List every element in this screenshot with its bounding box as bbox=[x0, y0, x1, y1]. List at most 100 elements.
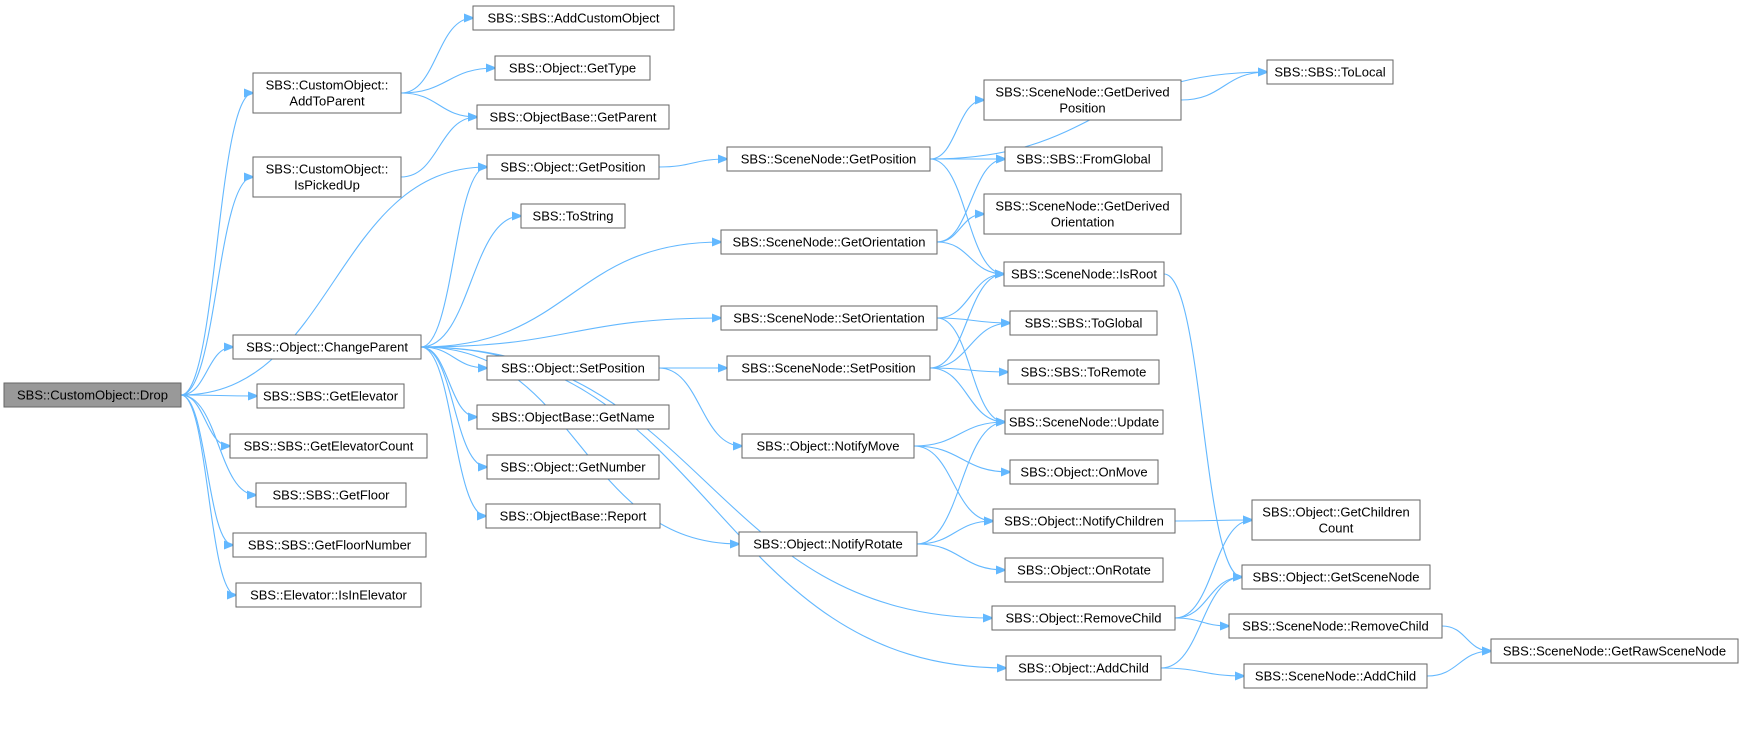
edge-changeParent-to-snGetOrientation bbox=[420, 242, 721, 348]
node-box-snGetPosition[interactable] bbox=[726, 146, 931, 172]
node-label-getRawSceneNode-line0: SBS::SceneNode::GetRawSceneNode bbox=[1503, 644, 1726, 659]
node-changeParent[interactable]: SBS::Object::ChangeParent bbox=[232, 334, 422, 360]
node-box-getSceneNode[interactable] bbox=[1241, 564, 1431, 590]
node-box-snRemoveChild[interactable] bbox=[1228, 613, 1443, 639]
node-box-getChildrenCount[interactable] bbox=[1251, 499, 1421, 541]
node-box-isPickedUp[interactable] bbox=[252, 156, 402, 198]
node-box-changeParent[interactable] bbox=[232, 334, 422, 360]
node-objSetPosition[interactable]: SBS::Object::SetPosition bbox=[486, 355, 660, 381]
node-getElevator[interactable]: SBS::SBS::GetElevator bbox=[256, 383, 405, 409]
node-addChild[interactable]: SBS::Object::AddChild bbox=[1005, 655, 1162, 681]
node-box-snSetOrientation[interactable] bbox=[720, 305, 938, 331]
node-label-toString-line0: SBS::ToString bbox=[533, 209, 614, 224]
edge-snAddChild-to-getRawSceneNode bbox=[1426, 651, 1491, 677]
node-box-report[interactable] bbox=[485, 503, 661, 529]
node-box-getElevator[interactable] bbox=[256, 383, 405, 409]
node-snAddChild[interactable]: SBS::SceneNode::AddChild bbox=[1243, 663, 1428, 689]
node-drop[interactable]: SBS::CustomObject::Drop bbox=[3, 382, 182, 408]
node-box-isInElevator[interactable] bbox=[235, 582, 422, 608]
node-box-objSetPosition[interactable] bbox=[486, 355, 660, 381]
node-box-getParent[interactable] bbox=[476, 104, 670, 130]
node-box-toString[interactable] bbox=[520, 203, 626, 229]
node-label-addCustomObject-line0: SBS::SBS::AddCustomObject bbox=[488, 11, 660, 26]
edge-snGetPosition-to-isRoot bbox=[929, 158, 1004, 274]
node-getNumber[interactable]: SBS::Object::GetNumber bbox=[486, 454, 660, 480]
node-getParent[interactable]: SBS::ObjectBase::GetParent bbox=[476, 104, 670, 130]
node-snGetOrientation[interactable]: SBS::SceneNode::GetOrientation bbox=[720, 229, 938, 255]
node-notifyChildren[interactable]: SBS::Object::NotifyChildren bbox=[992, 508, 1176, 534]
node-box-isRoot[interactable] bbox=[1003, 261, 1165, 287]
node-box-getDerivedOrientation[interactable] bbox=[983, 193, 1182, 235]
node-onMove[interactable]: SBS::Object::OnMove bbox=[1009, 459, 1159, 485]
node-isRoot[interactable]: SBS::SceneNode::IsRoot bbox=[1003, 261, 1165, 287]
node-box-toGlobal[interactable] bbox=[1009, 310, 1158, 336]
node-onRotate[interactable]: SBS::Object::OnRotate bbox=[1004, 557, 1164, 583]
node-fromGlobal[interactable]: SBS::SBS::FromGlobal bbox=[1004, 146, 1163, 172]
node-toString[interactable]: SBS::ToString bbox=[520, 203, 626, 229]
node-box-snGetOrientation[interactable] bbox=[720, 229, 938, 255]
edge-changeParent-to-snSetOrientation bbox=[420, 318, 721, 348]
node-box-addChild[interactable] bbox=[1005, 655, 1162, 681]
edge-getDerivedPosition-to-toLocal bbox=[1180, 72, 1267, 101]
node-box-toLocal[interactable] bbox=[1266, 59, 1394, 85]
node-box-getFloorNumber[interactable] bbox=[232, 532, 427, 558]
node-removeChild[interactable]: SBS::Object::RemoveChild bbox=[991, 605, 1176, 631]
node-box-snSetPosition[interactable] bbox=[726, 355, 931, 381]
node-box-getElevatorCount[interactable] bbox=[229, 433, 428, 459]
node-box-objGetPosition[interactable] bbox=[486, 154, 660, 180]
node-box-getNumber[interactable] bbox=[486, 454, 660, 480]
node-box-toRemote[interactable] bbox=[1007, 359, 1160, 385]
edge-objGetPosition-to-snGetPosition bbox=[658, 159, 727, 168]
edge-changeParent-to-toString bbox=[420, 216, 521, 348]
node-box-drop[interactable] bbox=[3, 382, 182, 408]
node-box-notifyRotate[interactable] bbox=[738, 531, 918, 557]
node-box-onMove[interactable] bbox=[1009, 459, 1159, 485]
node-toRemote[interactable]: SBS::SBS::ToRemote bbox=[1007, 359, 1160, 385]
node-toLocal[interactable]: SBS::SBS::ToLocal bbox=[1266, 59, 1394, 85]
edge-snRemoveChild-to-getRawSceneNode bbox=[1441, 625, 1491, 651]
node-box-onRotate[interactable] bbox=[1004, 557, 1164, 583]
node-getRawSceneNode[interactable]: SBS::SceneNode::GetRawSceneNode bbox=[1490, 638, 1739, 664]
node-box-removeChild[interactable] bbox=[991, 605, 1176, 631]
node-box-getRawSceneNode[interactable] bbox=[1490, 638, 1739, 664]
node-isPickedUp[interactable]: SBS::CustomObject::IsPickedUp bbox=[252, 156, 402, 198]
node-getName[interactable]: SBS::ObjectBase::GetName bbox=[476, 404, 670, 430]
node-box-getName[interactable] bbox=[476, 404, 670, 430]
node-label-getChildrenCount-line1: Count bbox=[1319, 521, 1354, 536]
node-label-getFloor-line0: SBS::SBS::GetFloor bbox=[272, 488, 390, 503]
node-box-addToParent[interactable] bbox=[252, 72, 402, 114]
node-box-getFloor[interactable] bbox=[255, 482, 407, 508]
node-report[interactable]: SBS::ObjectBase::Report bbox=[485, 503, 661, 529]
node-objGetPosition[interactable]: SBS::Object::GetPosition bbox=[486, 154, 660, 180]
node-box-getDerivedPosition[interactable] bbox=[983, 79, 1182, 121]
node-box-fromGlobal[interactable] bbox=[1004, 146, 1163, 172]
node-getFloor[interactable]: SBS::SBS::GetFloor bbox=[255, 482, 407, 508]
node-snGetPosition[interactable]: SBS::SceneNode::GetPosition bbox=[726, 146, 931, 172]
node-box-notifyChildren[interactable] bbox=[992, 508, 1176, 534]
node-isInElevator[interactable]: SBS::Elevator::IsInElevator bbox=[235, 582, 422, 608]
node-box-notifyMove[interactable] bbox=[741, 433, 915, 459]
node-getElevatorCount[interactable]: SBS::SBS::GetElevatorCount bbox=[229, 433, 428, 459]
node-notifyRotate[interactable]: SBS::Object::NotifyRotate bbox=[738, 531, 918, 557]
node-getFloorNumber[interactable]: SBS::SBS::GetFloorNumber bbox=[232, 532, 427, 558]
node-snSetOrientation[interactable]: SBS::SceneNode::SetOrientation bbox=[720, 305, 938, 331]
node-snUpdate[interactable]: SBS::SceneNode::Update bbox=[1004, 409, 1164, 435]
node-box-snAddChild[interactable] bbox=[1243, 663, 1428, 689]
node-snRemoveChild[interactable]: SBS::SceneNode::RemoveChild bbox=[1228, 613, 1443, 639]
node-box-addCustomObject[interactable] bbox=[472, 5, 675, 31]
node-snSetPosition[interactable]: SBS::SceneNode::SetPosition bbox=[726, 355, 931, 381]
node-getSceneNode[interactable]: SBS::Object::GetSceneNode bbox=[1241, 564, 1431, 590]
node-getType[interactable]: SBS::Object::GetType bbox=[494, 55, 651, 81]
node-notifyMove[interactable]: SBS::Object::NotifyMove bbox=[741, 433, 915, 459]
node-toGlobal[interactable]: SBS::SBS::ToGlobal bbox=[1009, 310, 1158, 336]
node-box-snUpdate[interactable] bbox=[1004, 409, 1164, 435]
node-label-getFloorNumber-line0: SBS::SBS::GetFloorNumber bbox=[248, 538, 412, 553]
edge-snSetOrientation-to-toGlobal bbox=[936, 317, 1010, 323]
node-addToParent[interactable]: SBS::CustomObject::AddToParent bbox=[252, 72, 402, 114]
node-box-getType[interactable] bbox=[494, 55, 651, 81]
node-addCustomObject[interactable]: SBS::SBS::AddCustomObject bbox=[472, 5, 675, 31]
